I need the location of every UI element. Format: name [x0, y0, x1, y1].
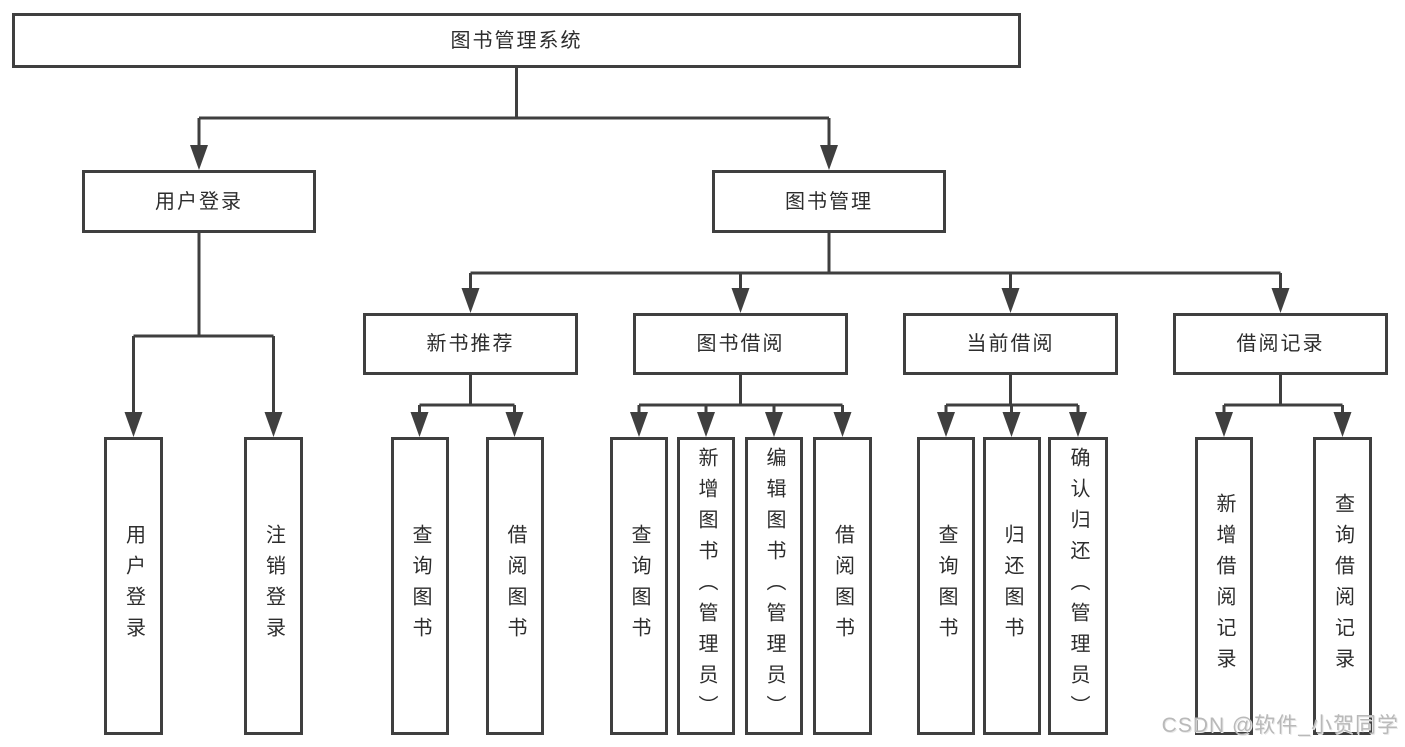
node-current-borrowing: 当前借阅: [903, 313, 1118, 375]
leaf-label: 注销登录: [262, 524, 285, 648]
leaf-label: 新增借阅记录: [1213, 493, 1235, 679]
node-label: 借阅记录: [1236, 333, 1325, 355]
node-label: 图书借阅: [696, 333, 785, 355]
leaf-query-books-current: 查询图书: [917, 437, 975, 735]
leaf-label: 查询图书: [409, 524, 431, 648]
leaf-query-books-borrowing: 查询图书: [610, 437, 668, 735]
leaf-label: 确认归还（管理员）: [1067, 446, 1089, 726]
leaf-query-borrow-record: 查询借阅记录: [1313, 437, 1372, 735]
leaf-label: 查询图书: [935, 524, 957, 648]
node-label: 图书管理系统: [450, 29, 583, 52]
node-library-system: 图书管理系统: [12, 13, 1021, 68]
leaf-label: 查询图书: [628, 524, 650, 648]
leaf-add-borrow-record: 新增借阅记录: [1195, 437, 1253, 735]
leaf-borrow-books-borrowing: 借阅图书: [813, 437, 872, 735]
node-book-borrowing: 图书借阅: [633, 313, 848, 375]
csdn-watermark: CSDN @软件_小贺同学: [1161, 714, 1399, 737]
leaf-label: 借阅图书: [831, 524, 854, 648]
leaf-borrow-books-recommend: 借阅图书: [486, 437, 544, 735]
arrowheads: [124, 145, 1352, 437]
node-label: 新书推荐: [426, 333, 515, 355]
leaf-label: 用户登录: [122, 524, 145, 648]
node-label: 用户登录: [155, 190, 243, 213]
leaf-logout: 注销登录: [244, 437, 303, 735]
leaf-label: 新增图书（管理员）: [695, 446, 717, 726]
leaf-query-books-recommend: 查询图书: [391, 437, 449, 735]
leaf-return-book: 归还图书: [983, 437, 1041, 735]
leaf-add-book-admin: 新增图书（管理员）: [677, 437, 735, 735]
node-book-management: 图书管理: [712, 170, 946, 233]
leaf-confirm-return-admin: 确认归还（管理员）: [1048, 437, 1108, 735]
node-borrow-records: 借阅记录: [1173, 313, 1388, 375]
leaf-label: 归还图书: [1001, 524, 1023, 648]
node-label: 图书管理: [785, 190, 873, 213]
leaf-label: 借阅图书: [504, 524, 526, 648]
leaf-label: 查询借阅记录: [1331, 493, 1354, 679]
node-user-login: 用户登录: [82, 170, 316, 233]
node-label: 当前借阅: [966, 333, 1055, 355]
leaf-edit-book-admin: 编辑图书（管理员）: [745, 437, 803, 735]
node-new-book-recommend: 新书推荐: [363, 313, 578, 375]
leaf-user-login: 用户登录: [104, 437, 163, 735]
leaf-label: 编辑图书（管理员）: [763, 446, 785, 726]
